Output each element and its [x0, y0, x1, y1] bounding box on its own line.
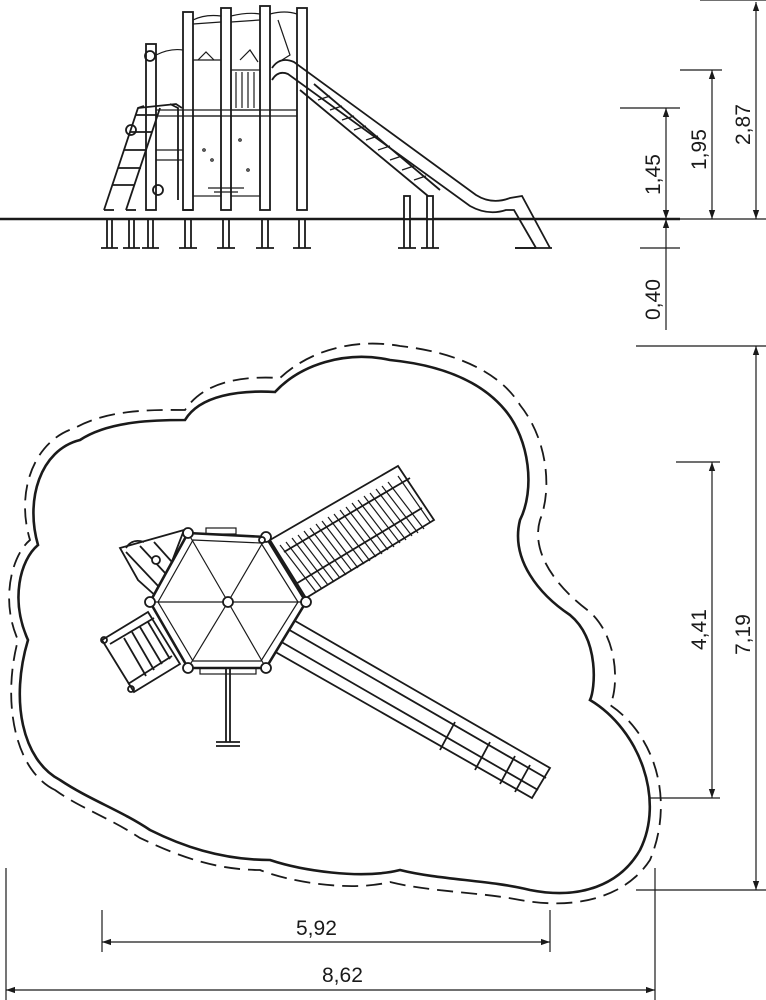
- plan-vertical-dimensions: [636, 345, 766, 891]
- elevation-slide: [271, 59, 552, 249]
- plan-view: 4,41 7,19 5,92 8,62: [5, 342, 766, 1000]
- plan-ladder: [100, 610, 182, 694]
- label-safety-area-width: 8,62: [322, 964, 363, 987]
- plan-slide: [270, 616, 552, 800]
- tower-posts: [145, 5, 308, 211]
- label-equipment-width: 5,92: [296, 917, 337, 940]
- label-slide-start-height: 1,95: [688, 129, 711, 170]
- plan-net-rungs: [279, 475, 431, 593]
- plan-tower-hexagon: [144, 527, 312, 675]
- elevation-dimensions: [620, 0, 766, 330]
- plan-support-pole: [216, 668, 240, 747]
- label-platform-height: 1,45: [642, 154, 665, 195]
- label-ground-depth: 0,40: [642, 279, 665, 320]
- elevation-view: 1,45 1,95 2,87 0,40: [0, 0, 766, 330]
- elevation-ladder: [103, 50, 183, 211]
- plan-side-panel: [118, 528, 186, 600]
- safety-area-outline: [17, 355, 652, 895]
- post-footings: [101, 219, 439, 249]
- safety-area-dashed-outline: [8, 342, 662, 905]
- slide-supports: [403, 195, 434, 220]
- label-safety-area-depth: 7,19: [732, 614, 755, 655]
- label-total-height: 2,87: [732, 104, 755, 145]
- label-equipment-depth: 4,41: [688, 609, 711, 650]
- plan-horizontal-dimensions: [5, 868, 656, 1000]
- slide-rungs: [317, 95, 427, 181]
- tower-roof: [155, 11, 298, 61]
- tower-platform: [156, 49, 297, 197]
